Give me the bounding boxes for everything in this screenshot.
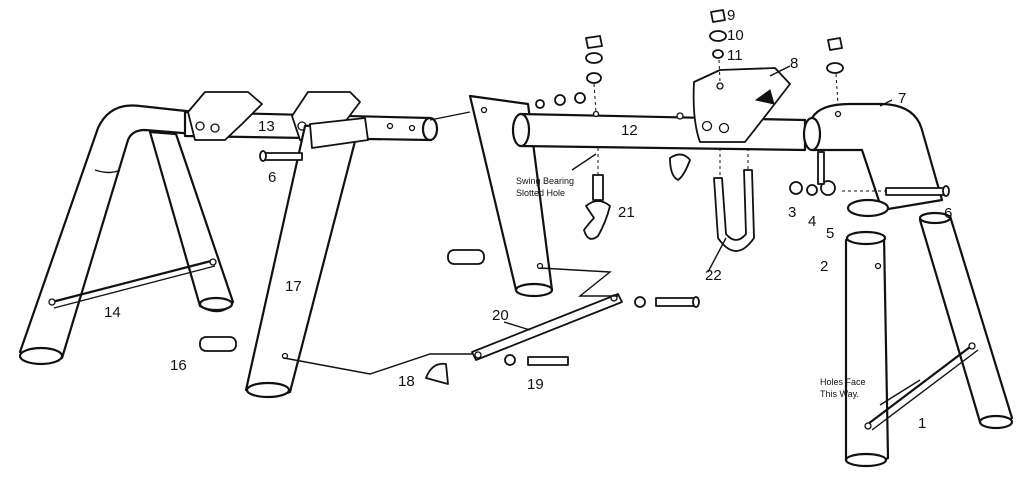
part-12-top-bar <box>511 67 807 152</box>
left-front-leg-end <box>18 346 64 366</box>
label-12: 12 <box>621 122 638 139</box>
left-a-frame <box>18 104 235 366</box>
note-this-way: This Way. <box>820 389 859 399</box>
label-1: 1 <box>918 415 926 432</box>
part-16-plug <box>199 336 237 352</box>
part-22-u-bolt <box>713 169 755 252</box>
label-6-right: 6 <box>944 205 952 222</box>
part-labels: 1 2 3 4 5 6 6 7 8 9 10 11 12 13 14 16 17… <box>104 7 952 432</box>
label-11: 11 <box>727 47 743 64</box>
label-7: 7 <box>898 90 906 107</box>
part-21-hook <box>592 174 604 201</box>
part-2-leg <box>844 234 890 466</box>
part-17-leg <box>244 117 369 399</box>
label-6-left: 6 <box>268 169 276 186</box>
note-holes-face: Holes Face <box>820 377 866 387</box>
note-slotted-hole: Slotted Hole <box>516 188 565 198</box>
label-13: 13 <box>258 118 275 135</box>
label-9: 9 <box>727 7 735 24</box>
label-14: 14 <box>104 304 121 321</box>
bolt-6-right <box>885 187 947 196</box>
label-21: 21 <box>618 204 635 221</box>
label-20: 20 <box>492 307 509 324</box>
part-19-bolt <box>527 356 569 366</box>
label-16: 16 <box>170 357 187 374</box>
left-rear-leg-end <box>198 296 234 312</box>
left-rear-leg <box>148 130 235 313</box>
leader-lines <box>503 65 921 406</box>
bolt-6-left <box>261 152 303 161</box>
part-18-cap <box>425 362 449 385</box>
part-7-elbow <box>802 102 944 218</box>
label-10: 10 <box>727 27 744 44</box>
label-8: 8 <box>790 55 798 72</box>
right-rear-leg <box>918 214 1014 428</box>
part-1-brace <box>867 343 975 425</box>
part-4-washer <box>806 184 818 196</box>
label-2: 2 <box>820 258 828 275</box>
bracket-left-1 <box>187 91 263 141</box>
label-3: 3 <box>788 204 796 221</box>
part-3-nut <box>789 181 803 195</box>
label-19: 19 <box>527 376 544 393</box>
hardware <box>199 9 950 385</box>
label-18: 18 <box>398 373 415 390</box>
right-legs <box>844 211 1014 468</box>
part-14-brace <box>51 258 216 304</box>
part-20-brace <box>471 293 623 361</box>
label-22: 22 <box>705 267 722 284</box>
note-swing-bearing: Swing Bearing <box>516 176 574 186</box>
label-5: 5 <box>826 225 834 242</box>
notes: Swing Bearing Slotted Hole Holes Face Th… <box>516 176 866 399</box>
label-4: 4 <box>808 213 816 230</box>
label-17: 17 <box>285 278 302 295</box>
